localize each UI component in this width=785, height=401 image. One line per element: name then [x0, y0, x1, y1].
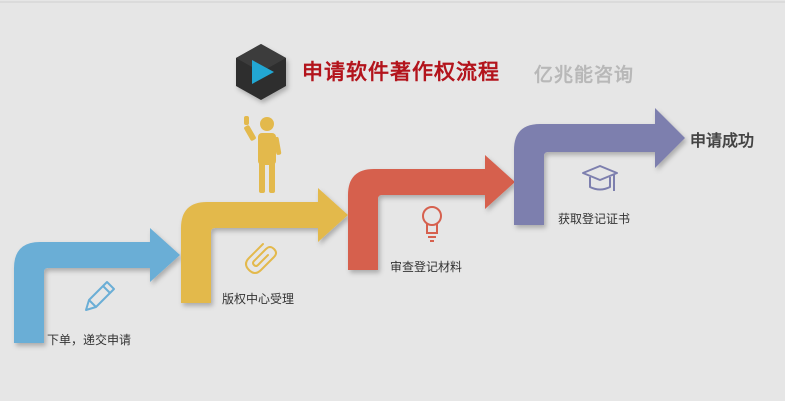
step-4-label: 获取登记证书 [558, 212, 631, 226]
graduation-cap-icon [582, 165, 618, 191]
person-thumbs-up-icon [244, 116, 282, 193]
paperclip-icon [245, 243, 277, 274]
step-2-label: 版权中心受理 [222, 292, 295, 306]
step-3-arrow [348, 155, 515, 270]
brand-name: 亿兆能咨询 [534, 64, 635, 86]
final-label: 申请成功 [690, 131, 755, 150]
lightbulb-icon [422, 206, 442, 242]
step-2-arrow [181, 188, 348, 303]
pencil-icon [85, 281, 115, 311]
step-1-arrow [14, 228, 180, 343]
play-logo-icon [236, 44, 286, 100]
step-4-arrow [514, 108, 685, 225]
step-3-label: 审查登记材料 [390, 260, 463, 274]
page-title: 申请软件著作权流程 [302, 60, 500, 84]
step-1-label: 下单，递交申请 [47, 333, 132, 347]
